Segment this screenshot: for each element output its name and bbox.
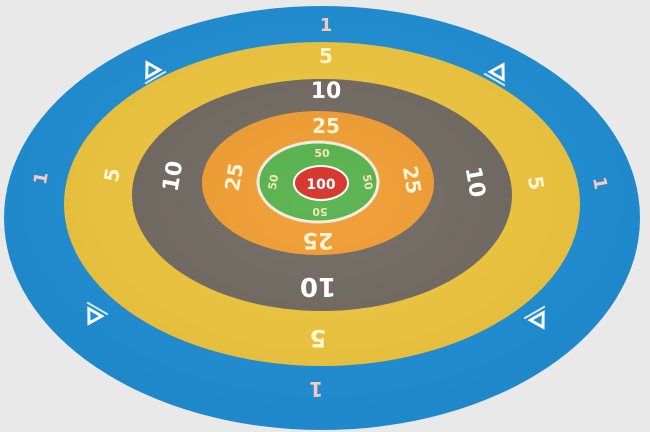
label-10-bottom: 10 bbox=[300, 271, 336, 301]
label-1-left: 1 bbox=[30, 170, 53, 186]
logo-triangle-icon bbox=[483, 62, 506, 87]
label-5-right: 5 bbox=[523, 174, 549, 192]
label-25-left: 25 bbox=[220, 161, 248, 193]
label-50-right: 50 bbox=[360, 173, 376, 191]
label-1-top: 1 bbox=[320, 15, 333, 36]
label-5-left: 5 bbox=[99, 166, 125, 184]
label-5-top: 5 bbox=[319, 44, 333, 68]
label-10-top: 10 bbox=[311, 79, 342, 104]
label-10-left: 10 bbox=[159, 159, 189, 194]
label-25-bottom: 25 bbox=[303, 227, 334, 252]
label-50-bottom: 50 bbox=[312, 205, 328, 218]
label-25-right: 25 bbox=[398, 164, 426, 196]
label-1-bottom: 1 bbox=[309, 377, 323, 401]
label-5-bottom: 5 bbox=[310, 324, 327, 352]
label-50-top: 50 bbox=[314, 147, 330, 160]
label-10-right: 10 bbox=[460, 165, 490, 200]
logo-triangle-icon bbox=[86, 301, 109, 326]
label-1-right: 1 bbox=[588, 175, 611, 191]
logo-triangle-icon bbox=[144, 60, 167, 85]
label-100: 100 bbox=[306, 177, 335, 193]
logo-triangle-icon bbox=[523, 305, 546, 330]
label-50-left: 50 bbox=[266, 173, 282, 191]
label-25-top: 25 bbox=[312, 114, 340, 138]
